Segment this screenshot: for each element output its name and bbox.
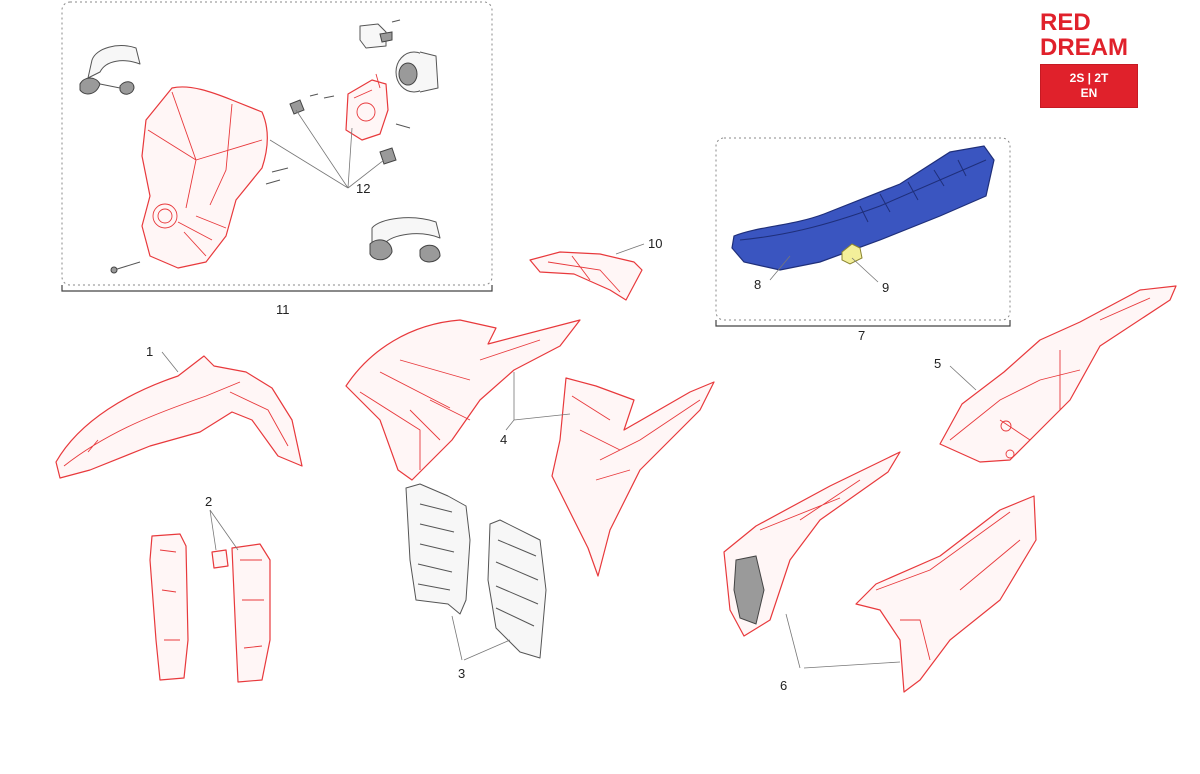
bracket-screws <box>265 167 289 185</box>
headlight-kit-group: 12 11 <box>61 1 493 317</box>
model-badge-line2: EN <box>1080 86 1098 100</box>
leader-5 <box>949 365 977 391</box>
fork-guard-clip <box>211 549 229 569</box>
lower-fork-strap <box>369 217 441 263</box>
headlight-kit-bracket <box>61 285 493 292</box>
rubber-mount <box>289 99 305 115</box>
model-badge: 2S | 2T EN <box>1040 64 1138 108</box>
side-panel-right <box>855 495 1037 693</box>
callout-1: 1 <box>146 344 153 359</box>
brand-title-line2: DREAM <box>1040 34 1128 61</box>
leader-12 <box>269 109 385 189</box>
fork-guard-left <box>149 533 189 681</box>
radiator-shroud-right <box>551 377 715 577</box>
bulb-socket <box>395 51 439 93</box>
seat-logo-badge <box>841 243 863 265</box>
radiator-louvers: 3 <box>405 483 547 681</box>
radiator-louver-right <box>487 519 547 659</box>
rear-fender: 5 <box>934 285 1177 463</box>
small-screws <box>309 93 411 129</box>
fork-guard-right <box>231 543 271 683</box>
leader-9 <box>851 257 879 283</box>
radiator-shroud-left <box>345 319 581 481</box>
callout-5: 5 <box>934 356 941 371</box>
leader-10 <box>615 243 645 255</box>
brand-logo: RED DREAM 2S | 2T EN <box>1040 10 1140 108</box>
fork-guards: 2 <box>149 494 271 683</box>
radiator-shrouds: 4 <box>345 319 715 577</box>
upper-fork-strap <box>79 45 141 95</box>
seat-bracket <box>715 320 1011 327</box>
callout-7: 7 <box>858 328 865 343</box>
callout-6: 6 <box>780 678 787 693</box>
callout-12: 12 <box>356 181 370 196</box>
mask-bolt-head <box>110 266 118 274</box>
front-fender: 1 <box>55 344 303 479</box>
callout-10: 10 <box>648 236 662 251</box>
light-switch <box>359 19 401 49</box>
leader-3 <box>451 615 511 661</box>
front-number-plate: 10 <box>529 236 662 301</box>
callout-3: 3 <box>458 666 465 681</box>
side-panel-left <box>723 451 901 637</box>
model-badge-line1: 2S | 2T <box>1069 71 1109 85</box>
headlight-bracket <box>345 73 389 141</box>
callout-8: 8 <box>754 277 761 292</box>
seat <box>731 145 995 271</box>
leader-6 <box>785 613 901 669</box>
callout-11: 11 <box>276 302 290 317</box>
leader-4 <box>505 372 571 431</box>
callout-9: 9 <box>882 280 889 295</box>
seat-group: 8 9 7 <box>715 137 1011 343</box>
headlight-mask <box>141 86 268 269</box>
radiator-louver-left <box>405 483 471 615</box>
leader-1 <box>161 351 179 373</box>
air-intake-vent <box>733 555 765 625</box>
leader-8 <box>769 255 791 281</box>
mask-bolt <box>113 261 141 271</box>
side-panels: 6 <box>723 451 1037 693</box>
callout-4: 4 <box>500 432 507 447</box>
brand-title-line1: RED <box>1040 9 1091 36</box>
headlight-kit-frame <box>61 1 493 286</box>
callout-2: 2 <box>205 494 212 509</box>
leader-2 <box>209 509 239 551</box>
